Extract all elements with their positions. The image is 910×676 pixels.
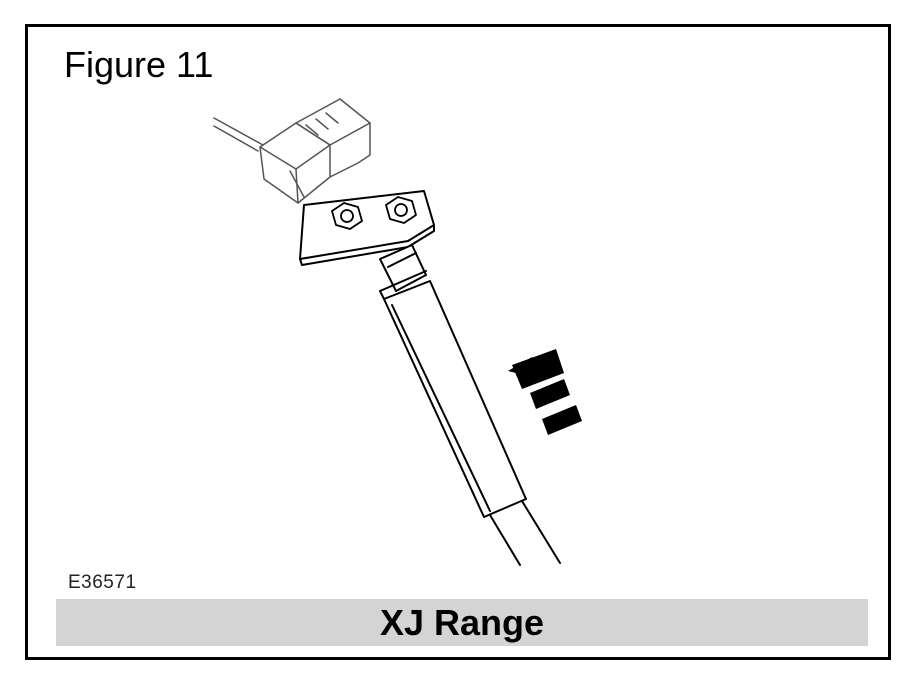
reference-code: E36571	[68, 572, 137, 593]
caption-text: XJ Range	[379, 601, 545, 643]
figure-title: Figure 11	[64, 44, 214, 85]
cable-boot	[379, 244, 427, 292]
direction-arrow	[508, 349, 582, 435]
connector-body	[213, 98, 371, 204]
cable	[489, 500, 561, 566]
nut	[331, 202, 363, 230]
nut	[385, 196, 417, 224]
protective-sleeve	[379, 270, 527, 518]
figure-frame: Figure 11	[25, 24, 891, 660]
connector-illustration	[213, 98, 582, 566]
caption-bar: XJ Range	[56, 599, 868, 646]
